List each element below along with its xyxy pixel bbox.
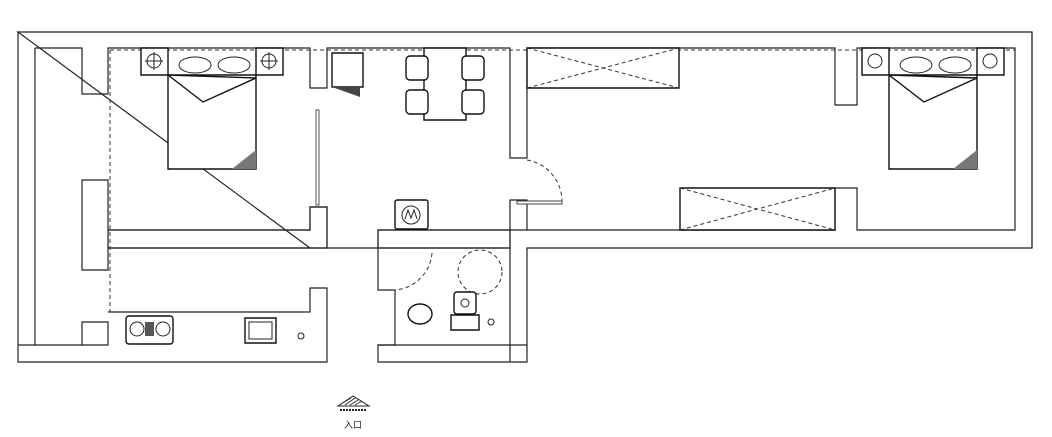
washbasin-icon bbox=[408, 304, 432, 324]
kitchen-sink-icon bbox=[245, 318, 276, 343]
washing-machine-icon bbox=[395, 200, 428, 229]
refrigerator bbox=[332, 53, 363, 97]
nightstand-icon bbox=[141, 48, 283, 75]
walls bbox=[18, 32, 1032, 362]
bed-right bbox=[862, 48, 1004, 169]
sliding-window bbox=[316, 110, 319, 205]
drain-icon bbox=[298, 333, 304, 339]
bed-left bbox=[168, 57, 256, 169]
wardrobe bbox=[527, 48, 835, 230]
dining-table bbox=[406, 48, 484, 120]
door-swing bbox=[394, 160, 562, 294]
gas-stove-icon bbox=[126, 316, 173, 344]
floor-drain-icon bbox=[488, 319, 494, 325]
entrance-label: 入口 bbox=[344, 420, 362, 431]
entrance-arrow-icon bbox=[338, 396, 369, 410]
toilet-icon bbox=[451, 292, 479, 330]
